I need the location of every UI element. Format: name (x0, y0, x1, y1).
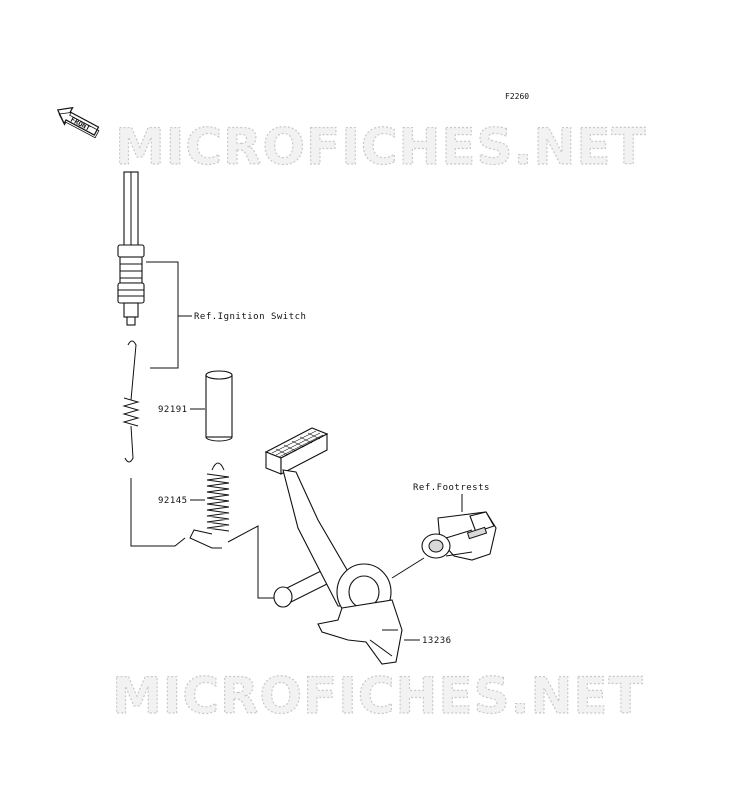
label-ref-ignition-switch: Ref.Ignition Switch (194, 312, 306, 322)
brake-light-switch (117, 171, 145, 326)
label-92191: 92191 (158, 405, 188, 415)
return-spring-92145 (189, 462, 230, 549)
label-13236: 13236 (422, 636, 452, 646)
switch-spring (122, 340, 140, 463)
watermark-bottom: MICROFICHES.NET (112, 667, 644, 725)
footrest-bracket (421, 511, 497, 561)
brake-pedal-13236 (264, 427, 403, 665)
collar-92191 (205, 370, 233, 442)
front-arrow-icon: FRONT (56, 106, 100, 139)
watermark-top: MICROFICHES.NET (115, 118, 647, 176)
figure-code: F2260 (505, 92, 529, 101)
label-92145: 92145 (158, 496, 188, 506)
label-ref-footrests: Ref.Footrests (413, 483, 490, 493)
